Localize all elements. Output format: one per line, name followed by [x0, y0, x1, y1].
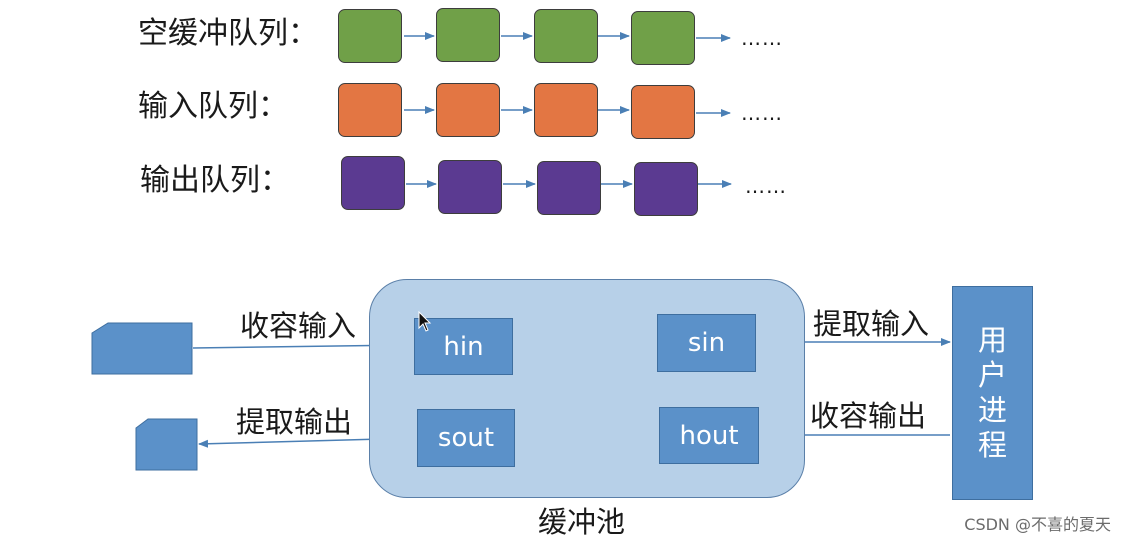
input-queue-label: 输入队列：	[138, 89, 288, 124]
hout-buffer: hout	[659, 407, 759, 464]
empty-queue-label: 空缓冲队列：	[138, 16, 318, 51]
user-process-char: 程	[977, 427, 1007, 462]
input-queue-ellipsis: ……	[741, 101, 783, 125]
user-process-char: 户	[977, 358, 1007, 393]
fetch-output-label: 提取输出	[236, 405, 353, 439]
user-process-char: 用	[977, 323, 1007, 358]
output-device-shape	[135, 418, 198, 471]
output-buffer-block	[341, 156, 405, 210]
empty-buffer-block	[631, 11, 695, 65]
output-buffer-block	[634, 162, 698, 216]
input-buffer-block	[436, 83, 500, 137]
empty-buffer-block	[436, 8, 500, 62]
sout-buffer: sout	[417, 409, 515, 467]
empty-buffer-block	[534, 9, 598, 63]
watermark: CSDN @不喜的夏天	[964, 515, 1111, 534]
collect-output-label: 收容输出	[810, 399, 927, 433]
fetch-input-label: 提取输入	[813, 307, 930, 341]
user-process-char: 进	[977, 393, 1007, 427]
hin-buffer: hin	[414, 318, 513, 375]
output-buffer-block	[438, 160, 502, 214]
user-process-block: 用 户 进 程	[952, 286, 1033, 500]
empty-buffer-block	[338, 9, 402, 63]
sin-buffer: sin	[657, 314, 756, 372]
output-queue-label: 输出队列：	[140, 163, 290, 198]
empty-queue-ellipsis: ……	[741, 26, 783, 50]
input-buffer-block	[338, 83, 402, 137]
input-buffer-block	[631, 85, 695, 139]
output-buffer-block	[537, 161, 601, 215]
output-queue-ellipsis: ……	[745, 174, 787, 198]
collect-input-label: 收容输入	[240, 309, 357, 343]
buffer-pool-label: 缓冲池	[538, 505, 626, 539]
input-device-shape	[91, 322, 193, 375]
input-buffer-block	[534, 83, 598, 137]
mouse-cursor-icon	[418, 311, 432, 332]
